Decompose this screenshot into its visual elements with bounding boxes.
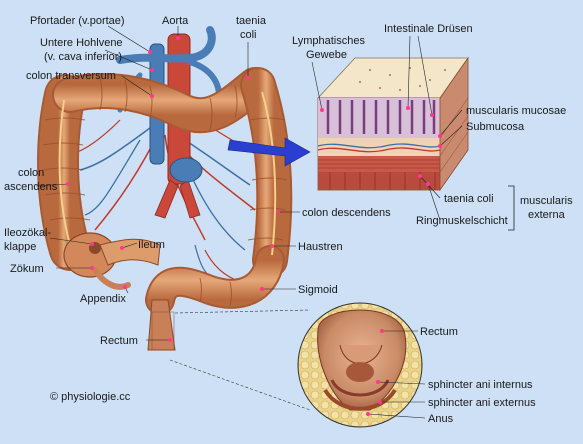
label-aorta: Aorta [162,15,189,27]
cecum-ileum-appendix [63,232,161,290]
label-ileozoekal-2: klappe [4,241,36,253]
label-markers [66,36,442,416]
wall-cross-section [317,56,469,192]
label-sigmoid: Sigmoid [298,284,338,296]
label-colon-descendens: colon descendens [302,207,391,219]
label-rectum-left: Rectum [100,335,138,347]
label-colon-transversum: colon transversum [26,70,116,82]
copyright: © physiologie.cc [50,391,131,403]
label-hohlvene-2: (v. cava inferior) [44,51,122,63]
label-lymph-1: Lymphatisches [292,35,365,47]
label-muscularis-externa-1: muscularis [520,195,573,207]
label-haustren: Haustren [298,241,343,253]
label-rectum-inset: Rectum [420,326,458,338]
label-pfortader: Pfortader (v.portae) [30,15,125,27]
label-zoekum: Zökum [10,263,44,275]
label-sphincter-internus: sphincter ani internus [428,379,533,391]
label-hohlvene-1: Untere Hohlvene [40,37,123,49]
label-colon-ascendens-2: ascendens [4,181,58,193]
label-taenia-coli-right: taenia coli [444,193,494,205]
label-ileum: Ileum [138,239,165,251]
label-appendix: Appendix [80,293,126,305]
label-submucosa: Submucosa [466,121,525,133]
label-sphincter-externus: sphincter ani externus [428,397,536,409]
colon-body [37,67,293,351]
zoom-arrow [227,137,311,167]
label-colon-ascendens-1: colon [18,167,44,179]
label-muscularis-externa-2: externa [528,209,566,221]
label-taenia-coli-top-2: coli [240,29,257,41]
label-intestinale-druesen: Intestinale Drüsen [384,23,473,35]
label-ileozoekal-1: Ileozökal- [4,227,51,239]
leader-lines [35,25,515,419]
rectum-inset [169,302,423,428]
label-muscularis-mucosae: muscularis mucosae [466,105,566,117]
label-lymph-2: Gewebe [306,49,347,61]
label-anus: Anus [428,413,454,425]
label-taenia-coli-top-1: taenia [236,15,267,27]
label-ringmuskelschicht: Ringmuskelschicht [416,215,508,227]
